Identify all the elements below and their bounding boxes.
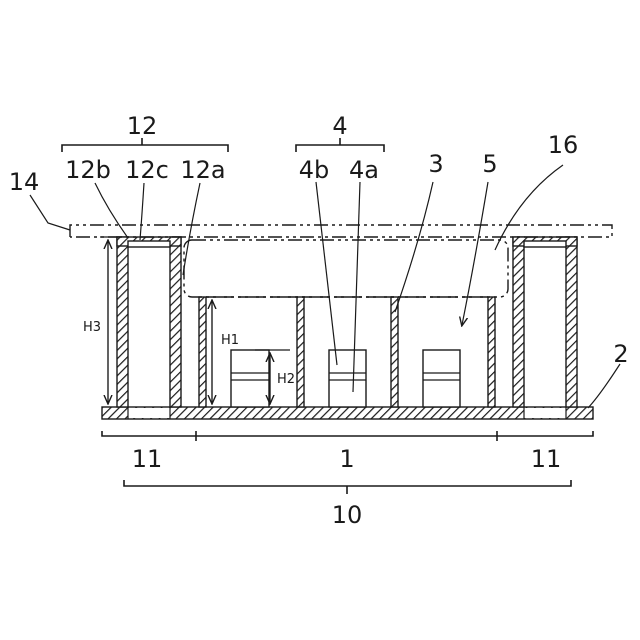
left-support-pillar	[117, 237, 181, 407]
right-support-pillar	[513, 237, 577, 407]
label-4b: 4b	[299, 156, 330, 184]
label-4a: 4a	[349, 156, 379, 184]
label-4: 4	[332, 112, 347, 140]
label-11-right: 11	[531, 445, 562, 473]
label-12c: 12c	[125, 156, 169, 184]
label-1: 1	[339, 445, 354, 473]
label-12: 12	[127, 112, 158, 140]
label-H1: H1	[221, 333, 239, 348]
label-5: 5	[482, 150, 497, 178]
base-plate	[102, 407, 593, 419]
label-16: 16	[548, 131, 579, 159]
label-2: 2	[613, 340, 628, 368]
label-3: 3	[428, 150, 443, 178]
dash-dot-outlines	[70, 225, 612, 297]
label-14: 14	[9, 168, 40, 196]
labels: 12 12b 12c 12a 4 4b 4a 3 5 16 14 2 H3 H1…	[9, 112, 629, 529]
label-10: 10	[332, 501, 363, 529]
blocks	[231, 350, 460, 407]
label-12a: 12a	[180, 156, 225, 184]
label-H3: H3	[83, 320, 101, 335]
label-11-left: 11	[132, 445, 163, 473]
label-H2: H2	[277, 372, 295, 387]
label-12b: 12b	[65, 156, 111, 184]
